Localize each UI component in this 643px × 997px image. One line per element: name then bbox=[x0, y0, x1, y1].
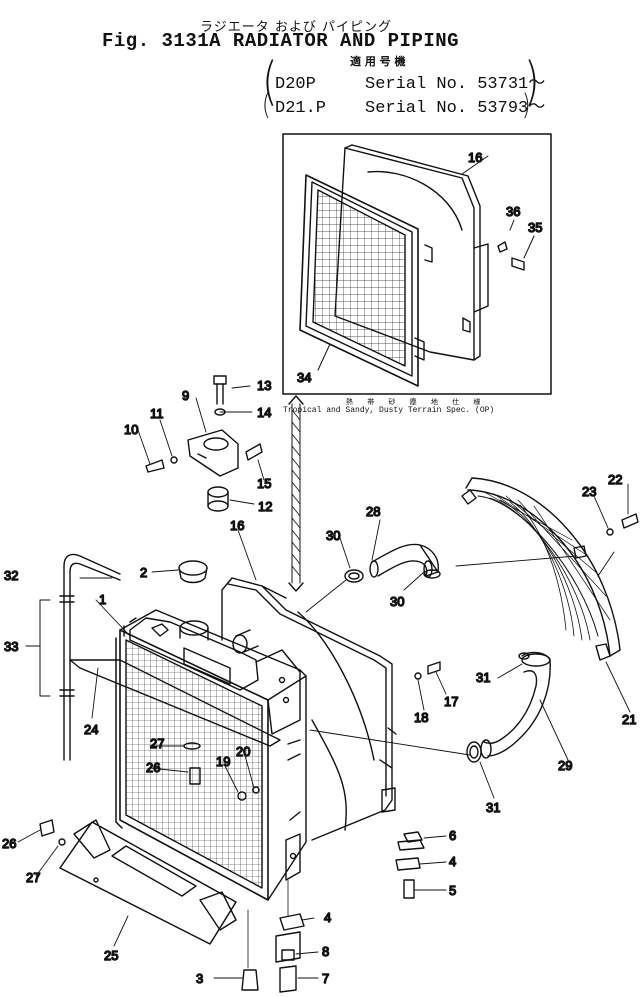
hose-guide-line bbox=[309, 729, 471, 756]
callout-3: 3 bbox=[196, 971, 203, 986]
callout-labels: 1 2 3 4 4 5 6 7 8 9 10 11 12 13 14 15 16… bbox=[1, 149, 637, 986]
leader-lines bbox=[17, 385, 631, 979]
callout-11: 11 bbox=[150, 406, 164, 421]
callout-9: 9 bbox=[182, 388, 189, 403]
inset-spec-japanese: 熱 帯 砂 塵 地 仕 様 bbox=[346, 398, 487, 406]
bracket-33 bbox=[39, 599, 51, 697]
callout-10: 10 bbox=[124, 422, 138, 437]
bracket-right: ) bbox=[524, 52, 540, 112]
applicability-label: 適 用 号 機 bbox=[350, 55, 406, 68]
overflow-pipe bbox=[59, 553, 121, 761]
title-japanese: ラジエータ および パイピング bbox=[200, 20, 393, 35]
callout-21: 21 bbox=[622, 712, 636, 727]
bolt-13 bbox=[213, 375, 227, 416]
inset-box bbox=[282, 133, 552, 395]
callout-4: 4 bbox=[324, 910, 331, 925]
callout-27: 27 bbox=[150, 736, 164, 751]
callout-22: 22 bbox=[608, 472, 622, 487]
serial-row: D20P Serial No. 53731～ bbox=[275, 68, 545, 94]
model-name: D21.P bbox=[275, 99, 327, 118]
callout-1: 1 bbox=[99, 592, 106, 607]
inset-screen bbox=[299, 174, 419, 387]
callout-18: 18 bbox=[414, 710, 428, 725]
callout-31: 31 bbox=[476, 670, 490, 685]
callout-28: 28 bbox=[366, 504, 380, 519]
callout-30b: 30 bbox=[390, 594, 404, 609]
callout-4b: 4 bbox=[449, 854, 456, 869]
washer-27b bbox=[58, 838, 66, 846]
callout-25: 25 bbox=[104, 948, 118, 963]
callout-13: 13 bbox=[257, 378, 271, 393]
bolt-17 bbox=[427, 661, 441, 675]
callout-27b: 27 bbox=[26, 870, 40, 885]
serial-number: Serial No. 53731～ bbox=[365, 75, 546, 94]
callout-15: 15 bbox=[257, 476, 271, 491]
callout-30: 30 bbox=[326, 528, 340, 543]
washer-20 bbox=[252, 786, 260, 794]
bracket-9 bbox=[187, 429, 239, 477]
bolt-10 bbox=[145, 459, 165, 473]
callout-16: 16 bbox=[230, 518, 244, 533]
radiator-cap bbox=[178, 560, 208, 584]
inset-washer bbox=[497, 241, 508, 253]
mount-parts bbox=[241, 831, 425, 993]
callout-14: 14 bbox=[257, 405, 271, 420]
bolt-26b bbox=[39, 819, 55, 837]
radiator-core bbox=[115, 609, 307, 901]
washer-23 bbox=[606, 528, 614, 536]
fan-shroud bbox=[221, 577, 397, 841]
bolt-15 bbox=[245, 443, 263, 461]
callout-32: 32 bbox=[4, 568, 18, 583]
figure-title: Fig. 3131A RADIATOR AND PIPING bbox=[102, 30, 460, 52]
callout-7: 7 bbox=[322, 971, 329, 986]
model-name: D20P bbox=[275, 75, 316, 94]
inset-bolt bbox=[511, 257, 525, 271]
callout-29: 29 bbox=[558, 758, 572, 773]
callout-5: 5 bbox=[449, 883, 456, 898]
callout-2: 2 bbox=[140, 565, 147, 580]
callout-17: 17 bbox=[444, 694, 458, 709]
callout-35: 35 bbox=[528, 220, 542, 235]
nut-19 bbox=[237, 791, 247, 801]
bracket-right-2: ) bbox=[522, 89, 531, 122]
bumper-12 bbox=[207, 486, 229, 512]
hose-clamps bbox=[344, 560, 530, 763]
callout-31b: 31 bbox=[486, 800, 500, 815]
callout-24: 24 bbox=[84, 722, 98, 737]
bracket-left-2: ( bbox=[262, 89, 271, 122]
serial-number: Serial No. 53793～ bbox=[365, 99, 546, 118]
callout-16-inset: 16 bbox=[468, 150, 482, 165]
leader-16-inset bbox=[461, 155, 489, 175]
radiator-side-bracket bbox=[255, 649, 301, 881]
callout-26b: 26 bbox=[2, 836, 16, 851]
leader-35 bbox=[523, 235, 535, 259]
bolt-26 bbox=[189, 767, 201, 785]
fan-guard bbox=[461, 477, 621, 661]
alignment-arrow bbox=[288, 395, 304, 592]
serial-row: D21.P Serial No. 53793～ bbox=[275, 92, 545, 118]
callout-6: 6 bbox=[449, 828, 456, 843]
callout-34: 34 bbox=[297, 370, 311, 385]
callout-26: 26 bbox=[146, 760, 160, 775]
leader-36 bbox=[509, 219, 515, 231]
radiator-top-tank bbox=[129, 617, 259, 691]
inset-spec-english: Tropical and Sandy, Dusty Terrain Spec. … bbox=[283, 406, 495, 415]
bracket-left: ( bbox=[262, 52, 278, 112]
under-cover bbox=[59, 819, 237, 945]
hose-guide-line bbox=[305, 579, 347, 613]
bolt-22 bbox=[621, 513, 639, 529]
callout-12: 12 bbox=[258, 499, 272, 514]
callout-36: 36 bbox=[506, 204, 520, 219]
callout-33: 33 bbox=[4, 639, 18, 654]
callout-8: 8 bbox=[322, 944, 329, 959]
callout-23: 23 bbox=[582, 484, 596, 499]
washer-11 bbox=[170, 456, 178, 464]
callout-19: 19 bbox=[216, 754, 230, 769]
leader-34 bbox=[317, 343, 331, 371]
callout-20: 20 bbox=[236, 744, 250, 759]
strap-24 bbox=[69, 659, 281, 747]
lower-hose bbox=[480, 651, 551, 759]
washer-18 bbox=[414, 672, 422, 680]
